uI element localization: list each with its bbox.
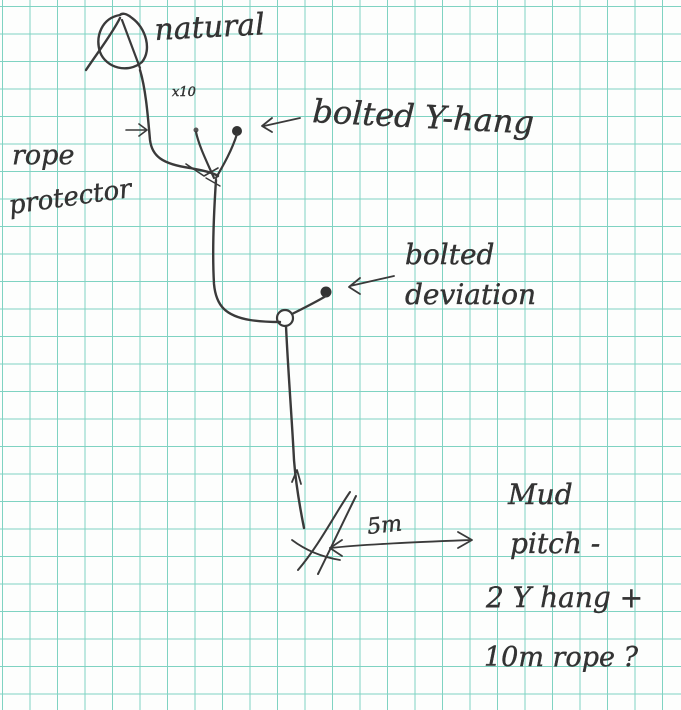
- note-line-4: 10m rope ?: [484, 642, 639, 673]
- y-hang-label: bolted Y-hang: [312, 92, 535, 142]
- note-line-2: pitch -: [510, 527, 600, 560]
- rope-y-hang-to-deviation: [211, 178, 282, 324]
- deviation-label-line2: deviation: [405, 278, 536, 311]
- distance-arrow-icon: [329, 531, 473, 557]
- natural-label: natural: [154, 7, 266, 48]
- note-line-1: Mud: [507, 478, 573, 511]
- note-line-3: 2 Y hang +: [485, 581, 643, 614]
- rope-protector-label-line2: protector: [7, 174, 135, 221]
- deviation-label-line1: bolted: [405, 238, 494, 271]
- rope-natural-to-y-hang: [138, 68, 220, 178]
- natural-anchor-icon: [84, 12, 149, 72]
- rope-protector-label-line1: rope: [12, 140, 74, 171]
- rope-deviation-to-floor: [284, 324, 306, 530]
- distance-label: 5m: [366, 511, 403, 540]
- tiny-mark-label: x10: [172, 85, 196, 100]
- deviation-anchor-icon: [275, 286, 332, 328]
- deviation-arrow-icon: [348, 275, 395, 295]
- y-hang-anchor-icon: [185, 126, 242, 187]
- rope-protector-arrow-icon: [125, 123, 148, 137]
- pitch-bottom-icon: [291, 491, 357, 575]
- y-hang-arrow-icon: [261, 117, 301, 133]
